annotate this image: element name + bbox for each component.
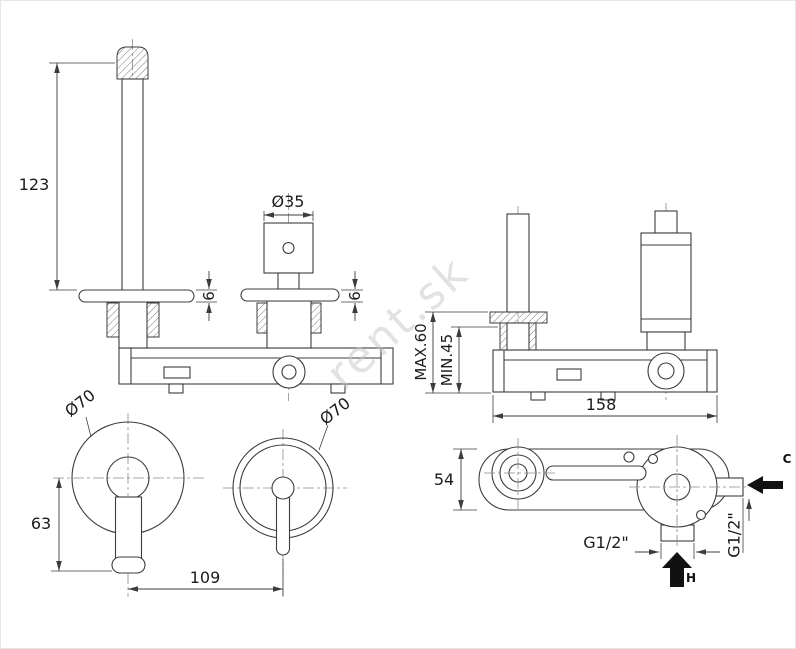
dim-label-body-width: 158: [586, 395, 617, 414]
dim-label-bottom-thread: G1/2": [583, 533, 629, 552]
dims-side-rough: MAX.60 MIN.45 158: [412, 311, 718, 423]
handle-wall-plate: [240, 288, 340, 302]
dim-label-spout-rosette-diameter: Ø70: [61, 385, 99, 420]
spout-aerator: [116, 46, 149, 80]
dim-label-handle-diameter: Ø35: [272, 192, 305, 211]
dim-label-max-depth: MAX.60: [412, 323, 430, 380]
dims-front-rough: 54 G1/2" G1/2" C H: [434, 448, 792, 587]
dim-label-spout-height: 123: [19, 175, 50, 194]
view-side-rough: [489, 203, 718, 401]
handle-screw: [282, 241, 295, 255]
dim-label-center-distance: 109: [190, 568, 221, 587]
view-side-finished: [78, 39, 394, 401]
view-front-rough: [478, 435, 749, 549]
spout-tube-side: [121, 78, 144, 292]
cold-inlet-arrow: [747, 476, 783, 494]
dim-label-body-height: 54: [434, 470, 454, 489]
spout-wall-plate: [78, 289, 195, 303]
label-cold: C: [783, 452, 792, 466]
dims-side-finished: 123 Ø35 6 6: [19, 62, 364, 321]
dim-label-spout-drop: 63: [31, 514, 51, 533]
dim-label-side-thread: G1/2": [725, 512, 744, 558]
cartridge-body: [640, 232, 692, 333]
cartridge-stem: [654, 210, 678, 234]
dim-label-spout-plate-thickness: 6: [200, 291, 218, 301]
dim-label-handle-rosette-diameter: Ø70: [316, 393, 354, 428]
dim-label-handle-plate-thickness: 6: [346, 291, 364, 301]
hot-inlet-arrow: [662, 552, 692, 587]
dims-front-finished: Ø70 Ø70 63 109: [31, 385, 354, 596]
dim-label-min-depth: MIN.45: [438, 334, 456, 386]
spout-front: [114, 496, 143, 560]
rough-wall-plate: [489, 311, 548, 324]
label-hot: H: [686, 571, 696, 585]
view-front-finished: [53, 413, 347, 597]
rough-spout-tube: [506, 213, 530, 313]
